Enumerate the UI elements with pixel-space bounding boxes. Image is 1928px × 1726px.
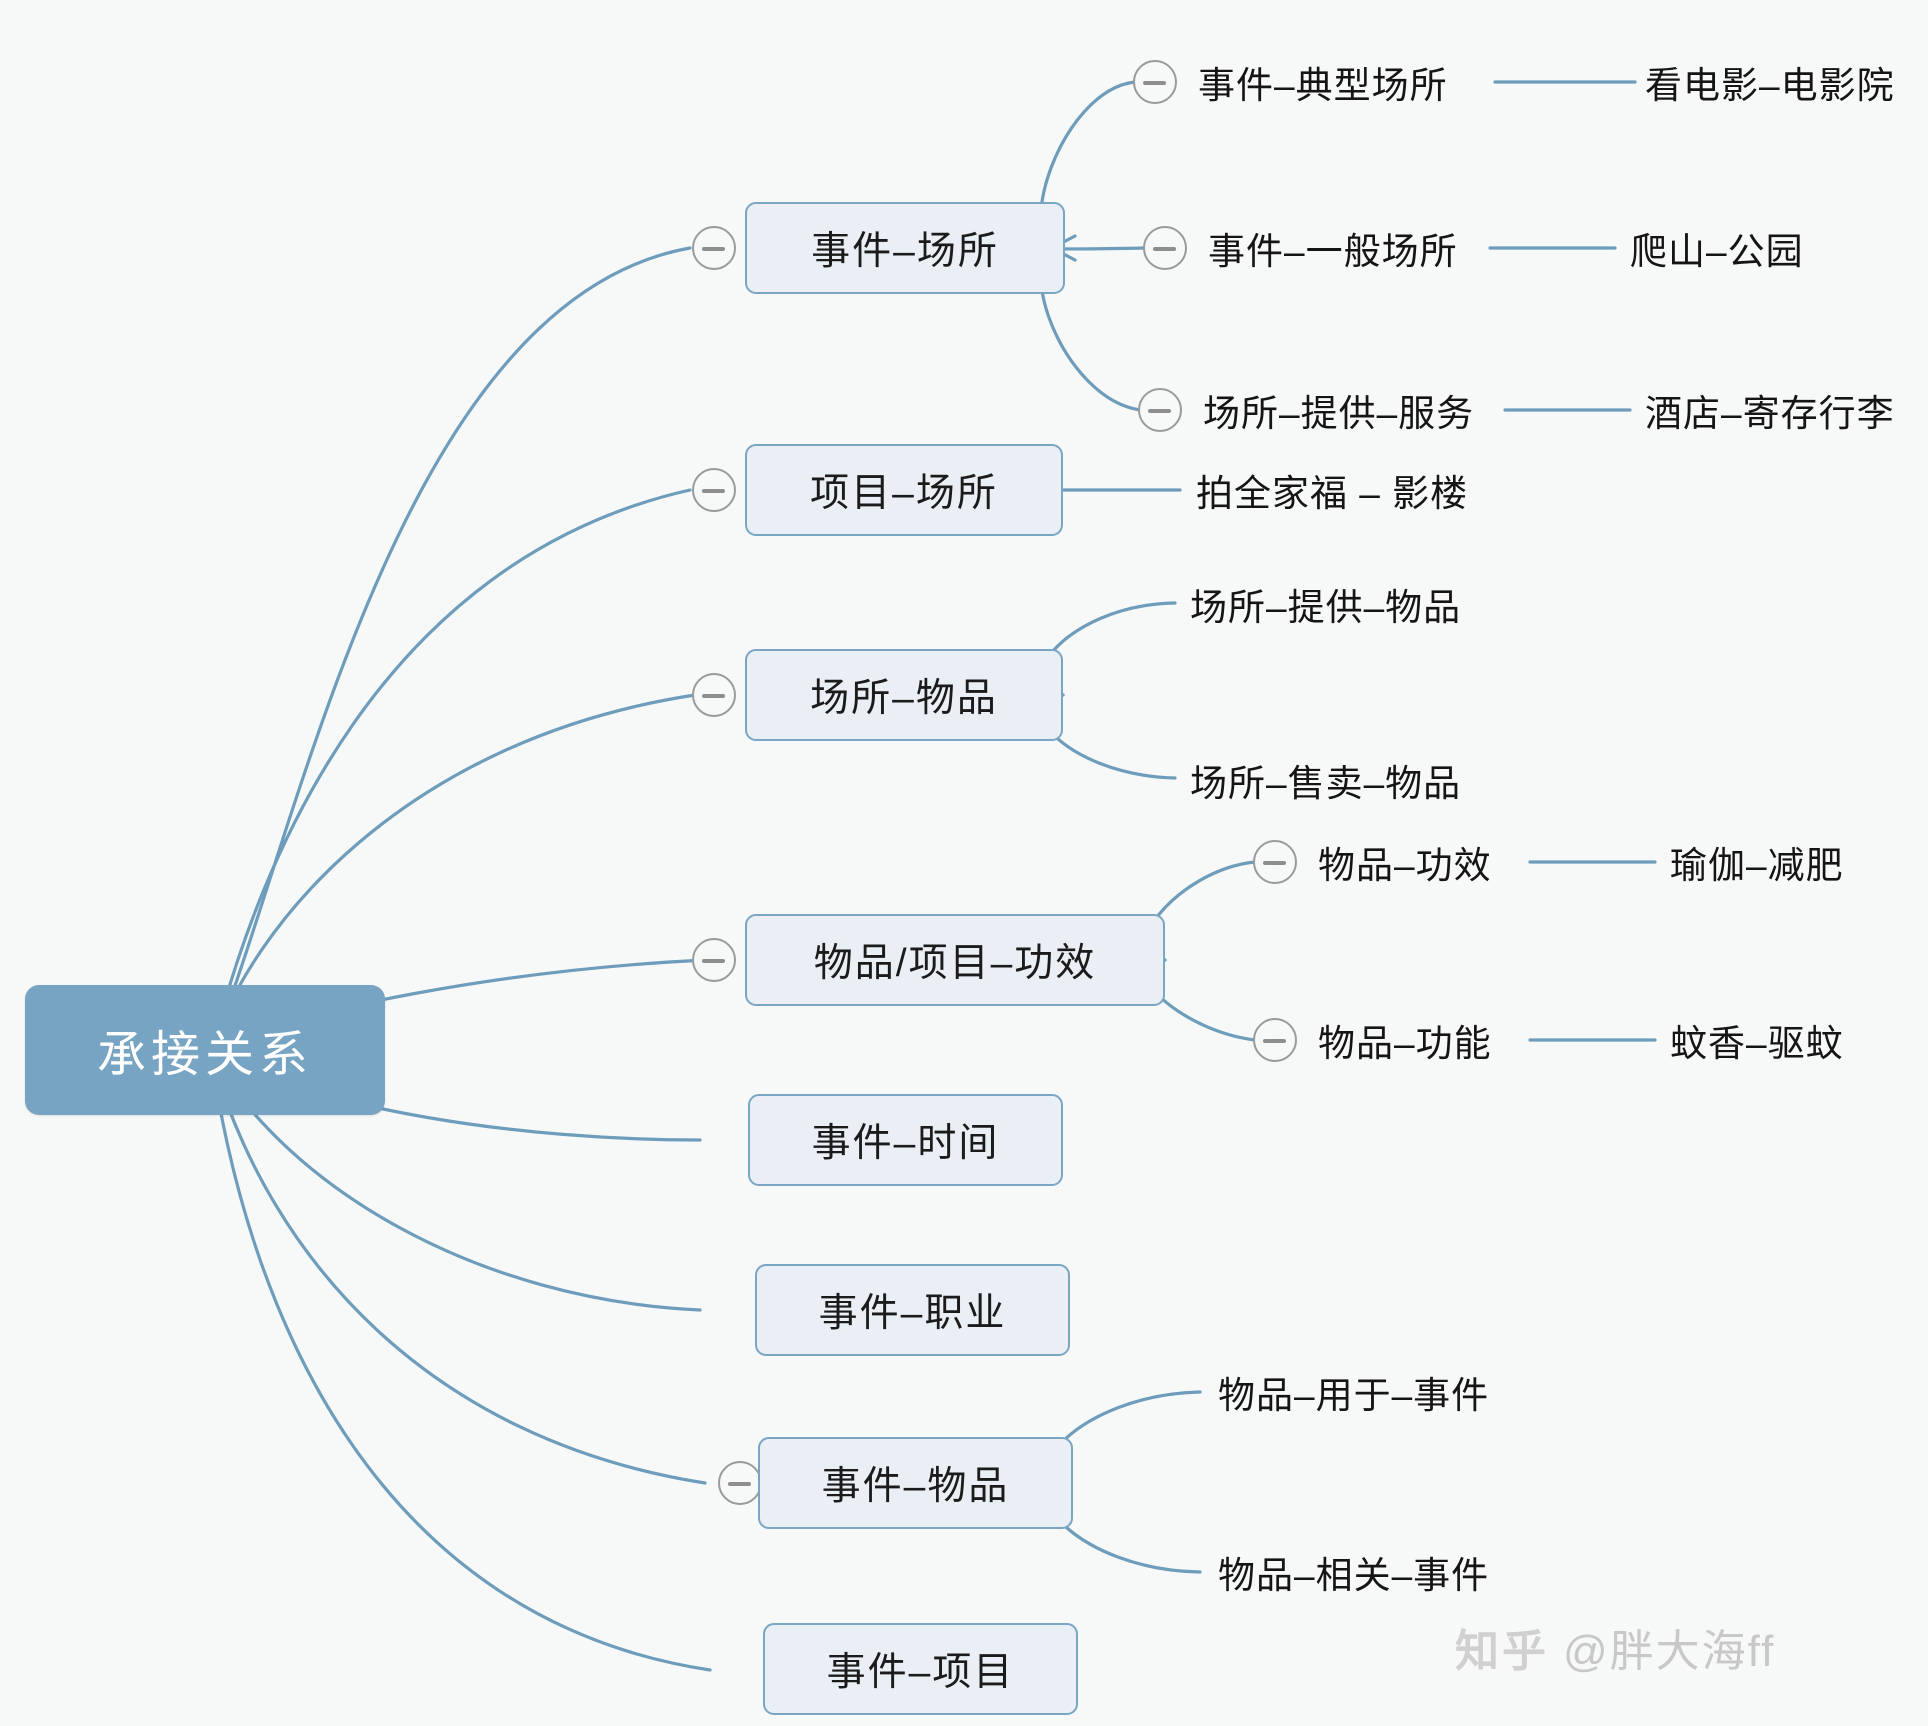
branch-node-project-place-label: 项目–场所: [810, 472, 998, 515]
collapse-icon-project-place[interactable]: [692, 468, 736, 512]
child-node-item-function-label: 物品–功能: [1318, 1023, 1492, 1064]
child-node-event-general-place[interactable]: 事件–一般场所: [1208, 216, 1528, 280]
leaf-node-mosquito-coil-label: 蚊香–驱蚊: [1670, 1023, 1844, 1064]
child-node-place-sell-item[interactable]: 场所–售卖–物品: [1190, 748, 1530, 812]
branch-node-event-job-label: 事件–职业: [818, 1292, 1007, 1335]
child-node-event-typical-place[interactable]: 事件–典型场所: [1198, 50, 1528, 114]
edge-root-to-event-place: [210, 246, 692, 1050]
child-node-family-photo-studio[interactable]: 拍全家福 – 影楼: [1196, 458, 1596, 522]
branch-node-event-place[interactable]: 事件–场所: [745, 202, 1065, 294]
branch-node-project-place[interactable]: 项目–场所: [745, 444, 1063, 536]
root-node[interactable]: 承接关系: [25, 985, 385, 1115]
leaf-node-movie-cinema[interactable]: 看电影–电影院: [1645, 50, 1928, 114]
branch-node-event-item[interactable]: 事件–物品: [758, 1437, 1073, 1529]
collapse-icon-event-general-place[interactable]: [1143, 226, 1187, 270]
watermark: 知乎 @胖大海ff: [1455, 1615, 1775, 1679]
child-node-place-provide-item[interactable]: 场所–提供–物品: [1190, 572, 1530, 636]
collapse-icon-item-effect[interactable]: [692, 938, 736, 982]
branch-node-event-project-label: 事件–项目: [826, 1651, 1015, 1694]
branch-node-event-time-label: 事件–时间: [811, 1122, 1000, 1165]
collapse-icon-place-provide-service[interactable]: [1138, 388, 1182, 432]
branch-node-event-project[interactable]: 事件–项目: [763, 1623, 1078, 1715]
branch-node-event-time[interactable]: 事件–时间: [748, 1094, 1063, 1186]
child-node-item-efficacy[interactable]: 物品–功效: [1318, 830, 1558, 894]
leaf-node-hiking-park[interactable]: 爬山–公园: [1630, 216, 1910, 280]
leaf-node-movie-cinema-label: 看电影–电影院: [1645, 65, 1895, 106]
collapse-icon-event-place[interactable]: [692, 226, 736, 270]
branch-node-item-effect[interactable]: 物品/项目–功效: [745, 914, 1165, 1006]
branch-node-event-place-label: 事件–场所: [811, 230, 999, 273]
collapse-icon-event-typical-place[interactable]: [1133, 60, 1177, 104]
leaf-node-hotel-luggage-label: 酒店–寄存行李: [1645, 393, 1895, 434]
collapse-icon-item-efficacy[interactable]: [1253, 840, 1297, 884]
child-node-item-related-event[interactable]: 物品–相关–事件: [1218, 1540, 1558, 1604]
root-node-label: 承接关系: [96, 1027, 313, 1082]
child-node-item-efficacy-label: 物品–功效: [1318, 845, 1492, 886]
leaf-node-yoga-weightloss-label: 瑜伽–减肥: [1670, 845, 1844, 886]
edge-root-to-project-place: [210, 488, 692, 1050]
child-node-event-typical-place-label: 事件–典型场所: [1198, 65, 1448, 106]
branch-node-place-item[interactable]: 场所–物品: [745, 649, 1063, 741]
collapse-icon-place-item[interactable]: [692, 673, 736, 717]
edge-root-to-event-project: [210, 1058, 712, 1672]
branch-node-event-item-label: 事件–物品: [821, 1465, 1010, 1508]
child-node-place-provide-service-label: 场所–提供–服务: [1203, 393, 1475, 434]
branch-node-event-job[interactable]: 事件–职业: [755, 1264, 1070, 1356]
child-node-place-sell-item-label: 场所–售卖–物品: [1190, 763, 1462, 804]
leaf-node-mosquito-coil[interactable]: 蚊香–驱蚊: [1670, 1008, 1920, 1072]
child-node-item-related-event-label: 物品–相关–事件: [1218, 1555, 1490, 1596]
branch-node-place-item-label: 场所–物品: [810, 677, 998, 720]
zhihu-logo: 知乎: [1455, 1627, 1549, 1676]
child-node-event-general-place-label: 事件–一般场所: [1208, 231, 1458, 272]
leaf-node-hiking-park-label: 爬山–公园: [1630, 231, 1804, 272]
child-node-item-function[interactable]: 物品–功能: [1318, 1008, 1558, 1072]
child-node-item-used-for-event[interactable]: 物品–用于–事件: [1218, 1360, 1558, 1424]
child-node-place-provide-service[interactable]: 场所–提供–服务: [1203, 378, 1543, 442]
leaf-node-yoga-weightloss[interactable]: 瑜伽–减肥: [1670, 830, 1920, 894]
watermark-handle: @胖大海ff: [1563, 1627, 1776, 1676]
edge-root-to-event-item: [210, 1056, 707, 1485]
branch-node-item-effect-label: 物品/项目–功效: [813, 942, 1097, 985]
leaf-node-hotel-luggage[interactable]: 酒店–寄存行李: [1645, 378, 1928, 442]
collapse-icon-event-item[interactable]: [718, 1461, 762, 1505]
child-node-item-used-for-event-label: 物品–用于–事件: [1218, 1375, 1490, 1416]
child-node-family-photo-studio-label: 拍全家福 – 影楼: [1196, 473, 1469, 514]
collapse-icon-item-function[interactable]: [1253, 1018, 1297, 1062]
child-node-place-provide-item-label: 场所–提供–物品: [1190, 587, 1462, 628]
